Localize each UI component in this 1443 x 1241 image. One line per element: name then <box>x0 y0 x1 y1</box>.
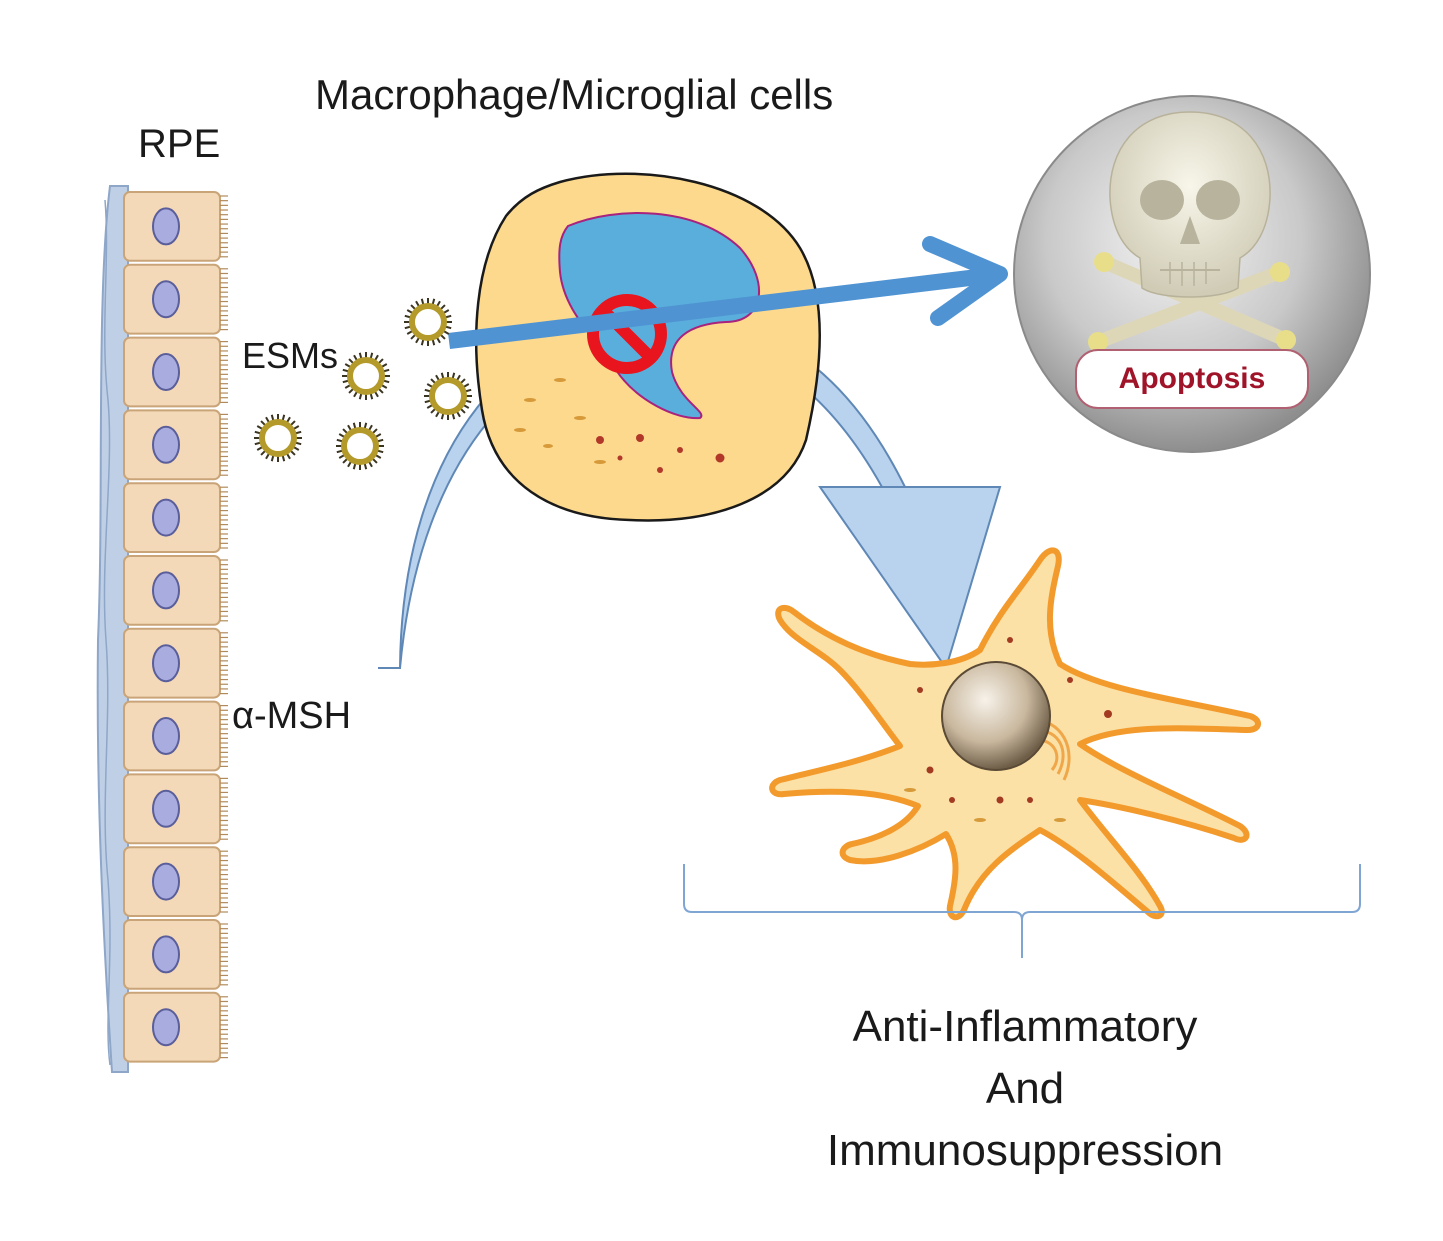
rpe-cell <box>123 263 228 335</box>
membrane-fiber <box>103 199 111 1066</box>
microglia-granules <box>904 637 1112 822</box>
vesicle-icon <box>254 414 302 462</box>
vesicle-icon <box>404 298 452 346</box>
rpe-cells <box>123 191 228 1063</box>
rpe-cell <box>123 336 228 408</box>
outcome-text: Anti-Inflammatory And Immunosuppression <box>780 996 1270 1182</box>
vesicle-icon <box>336 422 384 470</box>
outcome-line-2: And <box>985 1064 1065 1113</box>
apoptosis-label: Apoptosis <box>1118 362 1266 395</box>
rpe-cell <box>123 991 228 1063</box>
apoptosis-badge <box>1075 349 1309 409</box>
outcome-line-1: Anti-Inflammatory <box>852 1002 1198 1051</box>
rpe-cell <box>123 627 228 699</box>
rpe-cell <box>123 773 228 845</box>
arrow-shaft <box>448 268 987 349</box>
curved-arrow-head <box>818 486 1002 671</box>
vesicle-icon <box>424 372 472 420</box>
macrophage-title: Macrophage/Microglial cells <box>315 71 834 118</box>
outcome-line-3: Immunosuppression <box>826 1126 1224 1175</box>
rpe-layer <box>96 185 228 1073</box>
rpe-cell <box>123 846 228 918</box>
esm-vesicles <box>254 298 472 470</box>
apoptosis-arrow <box>448 236 1008 349</box>
alpha-msh-label: α-MSH <box>232 695 352 737</box>
apoptosis-panel <box>1013 95 1371 453</box>
vesicle-icon <box>342 352 390 400</box>
rpe-label: RPE <box>138 122 221 166</box>
rpe-cell <box>123 919 228 990</box>
macrophage-granules <box>514 378 725 473</box>
skull-crossbones-icon <box>1088 111 1296 352</box>
microglia-cell <box>769 547 1261 921</box>
rpe-cell <box>123 482 228 554</box>
rpe-cell <box>123 191 228 262</box>
rpe-cell <box>123 700 228 772</box>
microglia-nucleus <box>941 661 1051 771</box>
rpe-cell <box>123 555 228 626</box>
rpe-cell <box>123 409 228 481</box>
outcome-bracket <box>683 864 1361 958</box>
arrow-head <box>922 236 1008 326</box>
esm-label: ESMs <box>242 335 339 376</box>
